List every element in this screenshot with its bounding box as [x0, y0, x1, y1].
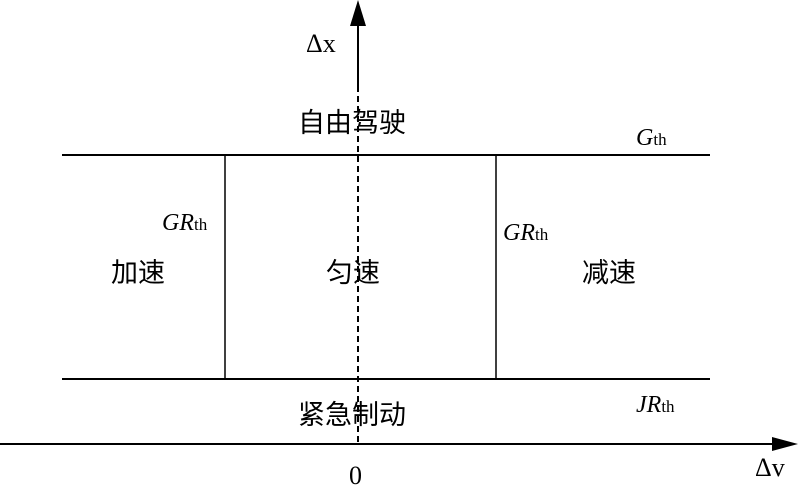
region-constant-speed: 匀速	[326, 258, 380, 289]
region-decelerate: 减速	[582, 258, 636, 289]
gr-left-threshold-label: GRth	[162, 210, 208, 236]
x-axis-arrow-icon	[772, 437, 798, 451]
gr-right-threshold-label: GRth	[503, 220, 549, 246]
x-axis-label: Δv	[755, 453, 785, 482]
y-axis-arrow-icon	[350, 0, 366, 26]
region-emergency-braking: 紧急制动	[298, 400, 406, 431]
origin-label: 0	[349, 461, 362, 490]
g-threshold-label: Gth	[636, 125, 667, 151]
region-free-driving: 自由驾驶	[298, 108, 406, 139]
jr-threshold-label: JRth	[636, 392, 675, 418]
y-axis-label: Δx	[306, 29, 336, 58]
region-accelerate: 加速	[111, 258, 165, 289]
